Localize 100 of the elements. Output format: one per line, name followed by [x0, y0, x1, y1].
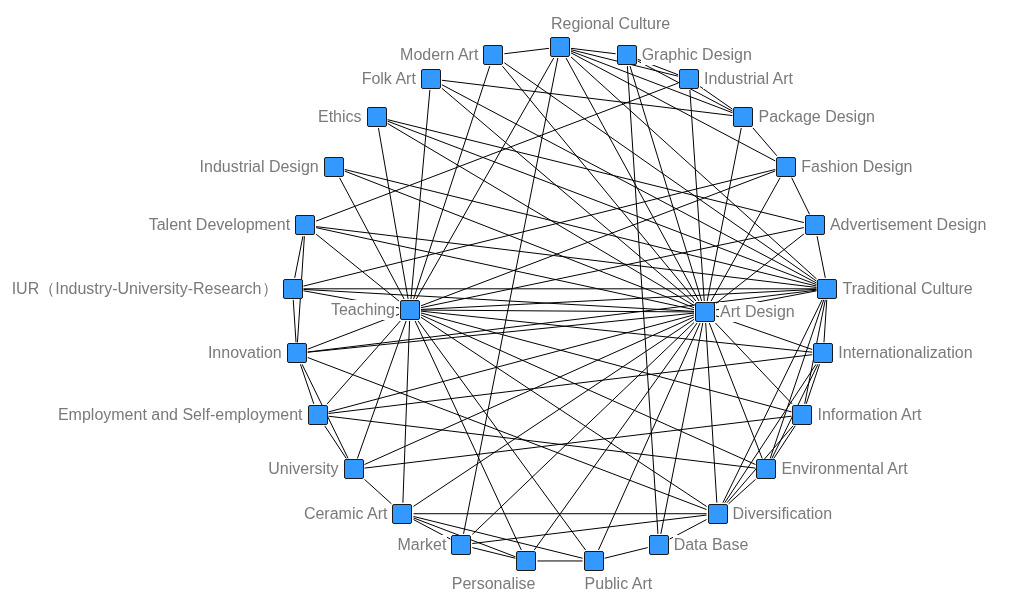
connector-line — [699, 86, 733, 110]
connector-line — [303, 169, 776, 287]
connector-line — [804, 299, 826, 405]
node-label: Teaching — [329, 300, 396, 320]
connector-line — [471, 547, 516, 559]
connector-line — [604, 547, 649, 559]
connector-line — [339, 177, 405, 300]
connector-line — [533, 322, 698, 551]
node-label: Art Design — [719, 302, 796, 322]
connector-line — [315, 233, 400, 302]
connector-line — [705, 322, 718, 504]
connector-line — [715, 233, 805, 304]
connector-line — [328, 314, 695, 413]
connector-line — [356, 320, 407, 459]
connector-line — [344, 170, 695, 309]
node-label: Talent Development — [147, 215, 292, 236]
connector-line — [324, 425, 347, 459]
connector-line — [296, 235, 305, 343]
connector-line — [377, 127, 409, 300]
connector-line — [364, 415, 792, 469]
connector-line — [387, 122, 695, 306]
connector-line — [791, 177, 810, 215]
connector-line — [728, 478, 756, 505]
connector-line — [292, 299, 297, 343]
connector-line — [773, 425, 796, 459]
connector-line — [441, 87, 695, 304]
connector-line — [294, 235, 304, 279]
connector-line — [307, 313, 400, 350]
connector-line — [565, 57, 700, 302]
connector-line — [570, 49, 679, 77]
connector-line — [503, 47, 550, 55]
connector-line — [315, 227, 695, 311]
connector-line — [570, 50, 733, 114]
connector-line — [771, 363, 819, 459]
connector-line — [669, 519, 708, 540]
connector-line — [326, 320, 401, 405]
connector-line — [503, 62, 817, 282]
connector-line — [303, 288, 695, 312]
connector-line — [598, 322, 701, 551]
connector-line — [570, 52, 776, 162]
connector-line — [415, 57, 555, 300]
connector-line — [307, 312, 695, 353]
connector-line — [307, 357, 708, 511]
connector-line — [413, 65, 491, 300]
connector-line — [344, 169, 817, 287]
connector-line — [420, 312, 792, 413]
node-label: Regional Culture — [550, 14, 672, 34]
connector-line — [412, 517, 516, 558]
connector-line — [364, 478, 392, 505]
connector-line — [714, 322, 793, 405]
connector-line — [412, 513, 708, 515]
connector-line — [626, 65, 659, 535]
connector-line — [315, 82, 679, 222]
connector-line — [420, 310, 813, 353]
node-label: University — [267, 459, 340, 480]
connector-line — [307, 289, 817, 353]
connector-line — [710, 177, 781, 302]
connector-line — [726, 425, 794, 504]
connector-line — [417, 320, 587, 551]
node-label: Graphic Design — [640, 45, 753, 66]
connector-line — [402, 320, 411, 504]
connector-line — [536, 560, 584, 562]
connector-line — [303, 288, 817, 290]
connector-line — [412, 515, 584, 559]
connector-line — [441, 79, 733, 117]
connector-line — [471, 514, 708, 545]
connector-line — [722, 299, 823, 504]
connector-line — [816, 235, 826, 279]
connector-line — [629, 65, 703, 302]
connector-line — [420, 314, 756, 466]
connector-line — [769, 299, 825, 459]
connector-line — [752, 127, 778, 157]
connector-line — [706, 127, 742, 302]
connector-line — [387, 120, 817, 286]
connector-line — [420, 309, 695, 313]
connector-line — [463, 57, 559, 535]
connector-line — [724, 363, 817, 504]
connector-line — [708, 322, 763, 459]
connector-line — [471, 322, 695, 535]
connector-line — [805, 363, 821, 405]
connector-line — [441, 84, 817, 284]
connector-line — [570, 47, 617, 55]
connector-line — [315, 226, 817, 288]
connector-line — [328, 354, 813, 414]
connector-line — [387, 119, 805, 224]
connector-line — [414, 320, 522, 551]
connector-line — [660, 322, 704, 535]
connector-line — [299, 363, 315, 405]
connector-line — [823, 299, 828, 343]
connector-line — [420, 170, 776, 307]
connector-line — [637, 60, 733, 112]
connector-line — [410, 89, 431, 300]
connector-line — [689, 89, 705, 302]
node-label: Advertisement Design — [828, 215, 988, 236]
connector-line — [364, 316, 695, 466]
connector-line — [501, 65, 697, 302]
connector-line — [420, 227, 805, 309]
connector-line — [570, 56, 817, 280]
connector-line — [328, 415, 756, 469]
connector-line — [301, 363, 349, 459]
